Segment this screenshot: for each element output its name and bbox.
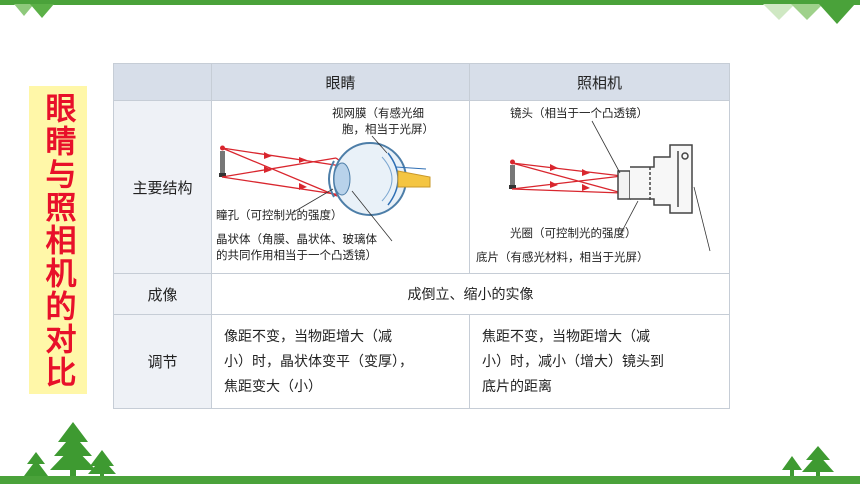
- camera-adjust-line: 底片的距离: [482, 379, 552, 395]
- header-camera: 照相机: [469, 63, 730, 101]
- side-title-box: 眼睛与照相机的对比: [29, 86, 87, 394]
- lens-camera-label: 镜头（相当于一个凸透镜）: [510, 106, 648, 120]
- top-left-decoration: [14, 4, 54, 18]
- tree-decoration-left: [24, 422, 116, 478]
- eye-diagram: [219, 135, 431, 242]
- imaging-merged-cell: 成倒立、缩小的实像: [211, 273, 730, 315]
- side-title: 眼睛与照相机的对比: [39, 91, 76, 389]
- eye-adjust-line: 焦距变大（小）: [224, 379, 322, 395]
- row-label-structure: 主要结构: [113, 100, 212, 274]
- camera-body-icon: [617, 144, 693, 214]
- row-label-adjust: 调节: [113, 314, 212, 409]
- leader-lines: [291, 135, 393, 242]
- eyeball-icon: [328, 142, 431, 216]
- bottom-green-bar: [0, 476, 860, 484]
- eye-structure-cell: 视网膜（有感光细 胞，相当于光屏） 瞳孔（可控制光的强度） 晶状体（角膜、晶状体…: [211, 100, 470, 274]
- camera-adjust-line: 小）时，减小（增大）镜头到: [482, 354, 664, 370]
- top-right-decoration: [763, 4, 855, 24]
- aperture-label: 光圈（可控制光的强度）: [510, 226, 637, 240]
- camera-adjust-line: 焦距不变，当物距增大（减: [482, 329, 650, 345]
- row-adjust: 调节 像距不变，当物距增大（减 小）时，晶状体变平（变厚）， 焦距变大（小） 焦…: [113, 314, 730, 409]
- row-structure: 主要结构: [113, 100, 730, 274]
- header-row: 眼睛 照相机: [113, 63, 730, 101]
- tree-decoration-right: [782, 446, 834, 478]
- ray-arrows: [550, 164, 590, 191]
- camera-structure-cell: 镜头（相当于一个凸透镜） 光圈（可控制光的强度） 底片（有感光材料，相当于光屏）: [469, 100, 730, 274]
- top-green-bar: [0, 0, 860, 5]
- header-eye: 眼睛: [211, 63, 470, 101]
- retina-label-line2: 胞，相当于光屏）: [342, 122, 434, 136]
- leader-lines: [591, 120, 711, 252]
- eye-adjust-line: 像距不变，当物距增大（减: [224, 329, 392, 345]
- pupil-label: 瞳孔（可控制光的强度）: [216, 208, 343, 222]
- header-empty: [113, 63, 212, 101]
- ray-arrows: [264, 152, 307, 190]
- row-imaging: 成像 成倒立、缩小的实像: [113, 273, 730, 315]
- row-label-imaging: 成像: [113, 273, 212, 315]
- camera-diagram: [509, 120, 711, 252]
- eye-adjust-line: 小）时，晶状体变平（变厚），: [224, 354, 413, 370]
- lens-label-line1: 晶状体（角膜、晶状体、玻璃体: [216, 232, 377, 246]
- camera-adjust-cell: 焦距不变，当物距增大（减 小）时，减小（增大）镜头到 底片的距离: [469, 314, 730, 409]
- film-label: 底片（有感光材料，相当于光屏）: [476, 250, 649, 264]
- candle-object-icon: [219, 145, 226, 177]
- retina-label-line1: 视网膜（有感光细: [332, 106, 424, 120]
- eye-adjust-cell: 像距不变，当物距增大（减 小）时，晶状体变平（变厚）， 焦距变大（小）: [211, 314, 470, 409]
- lens-label-line2: 的共同作用相当于一个凸透镜）: [216, 248, 377, 262]
- comparison-table: 眼睛 照相机 主要结构: [113, 63, 730, 409]
